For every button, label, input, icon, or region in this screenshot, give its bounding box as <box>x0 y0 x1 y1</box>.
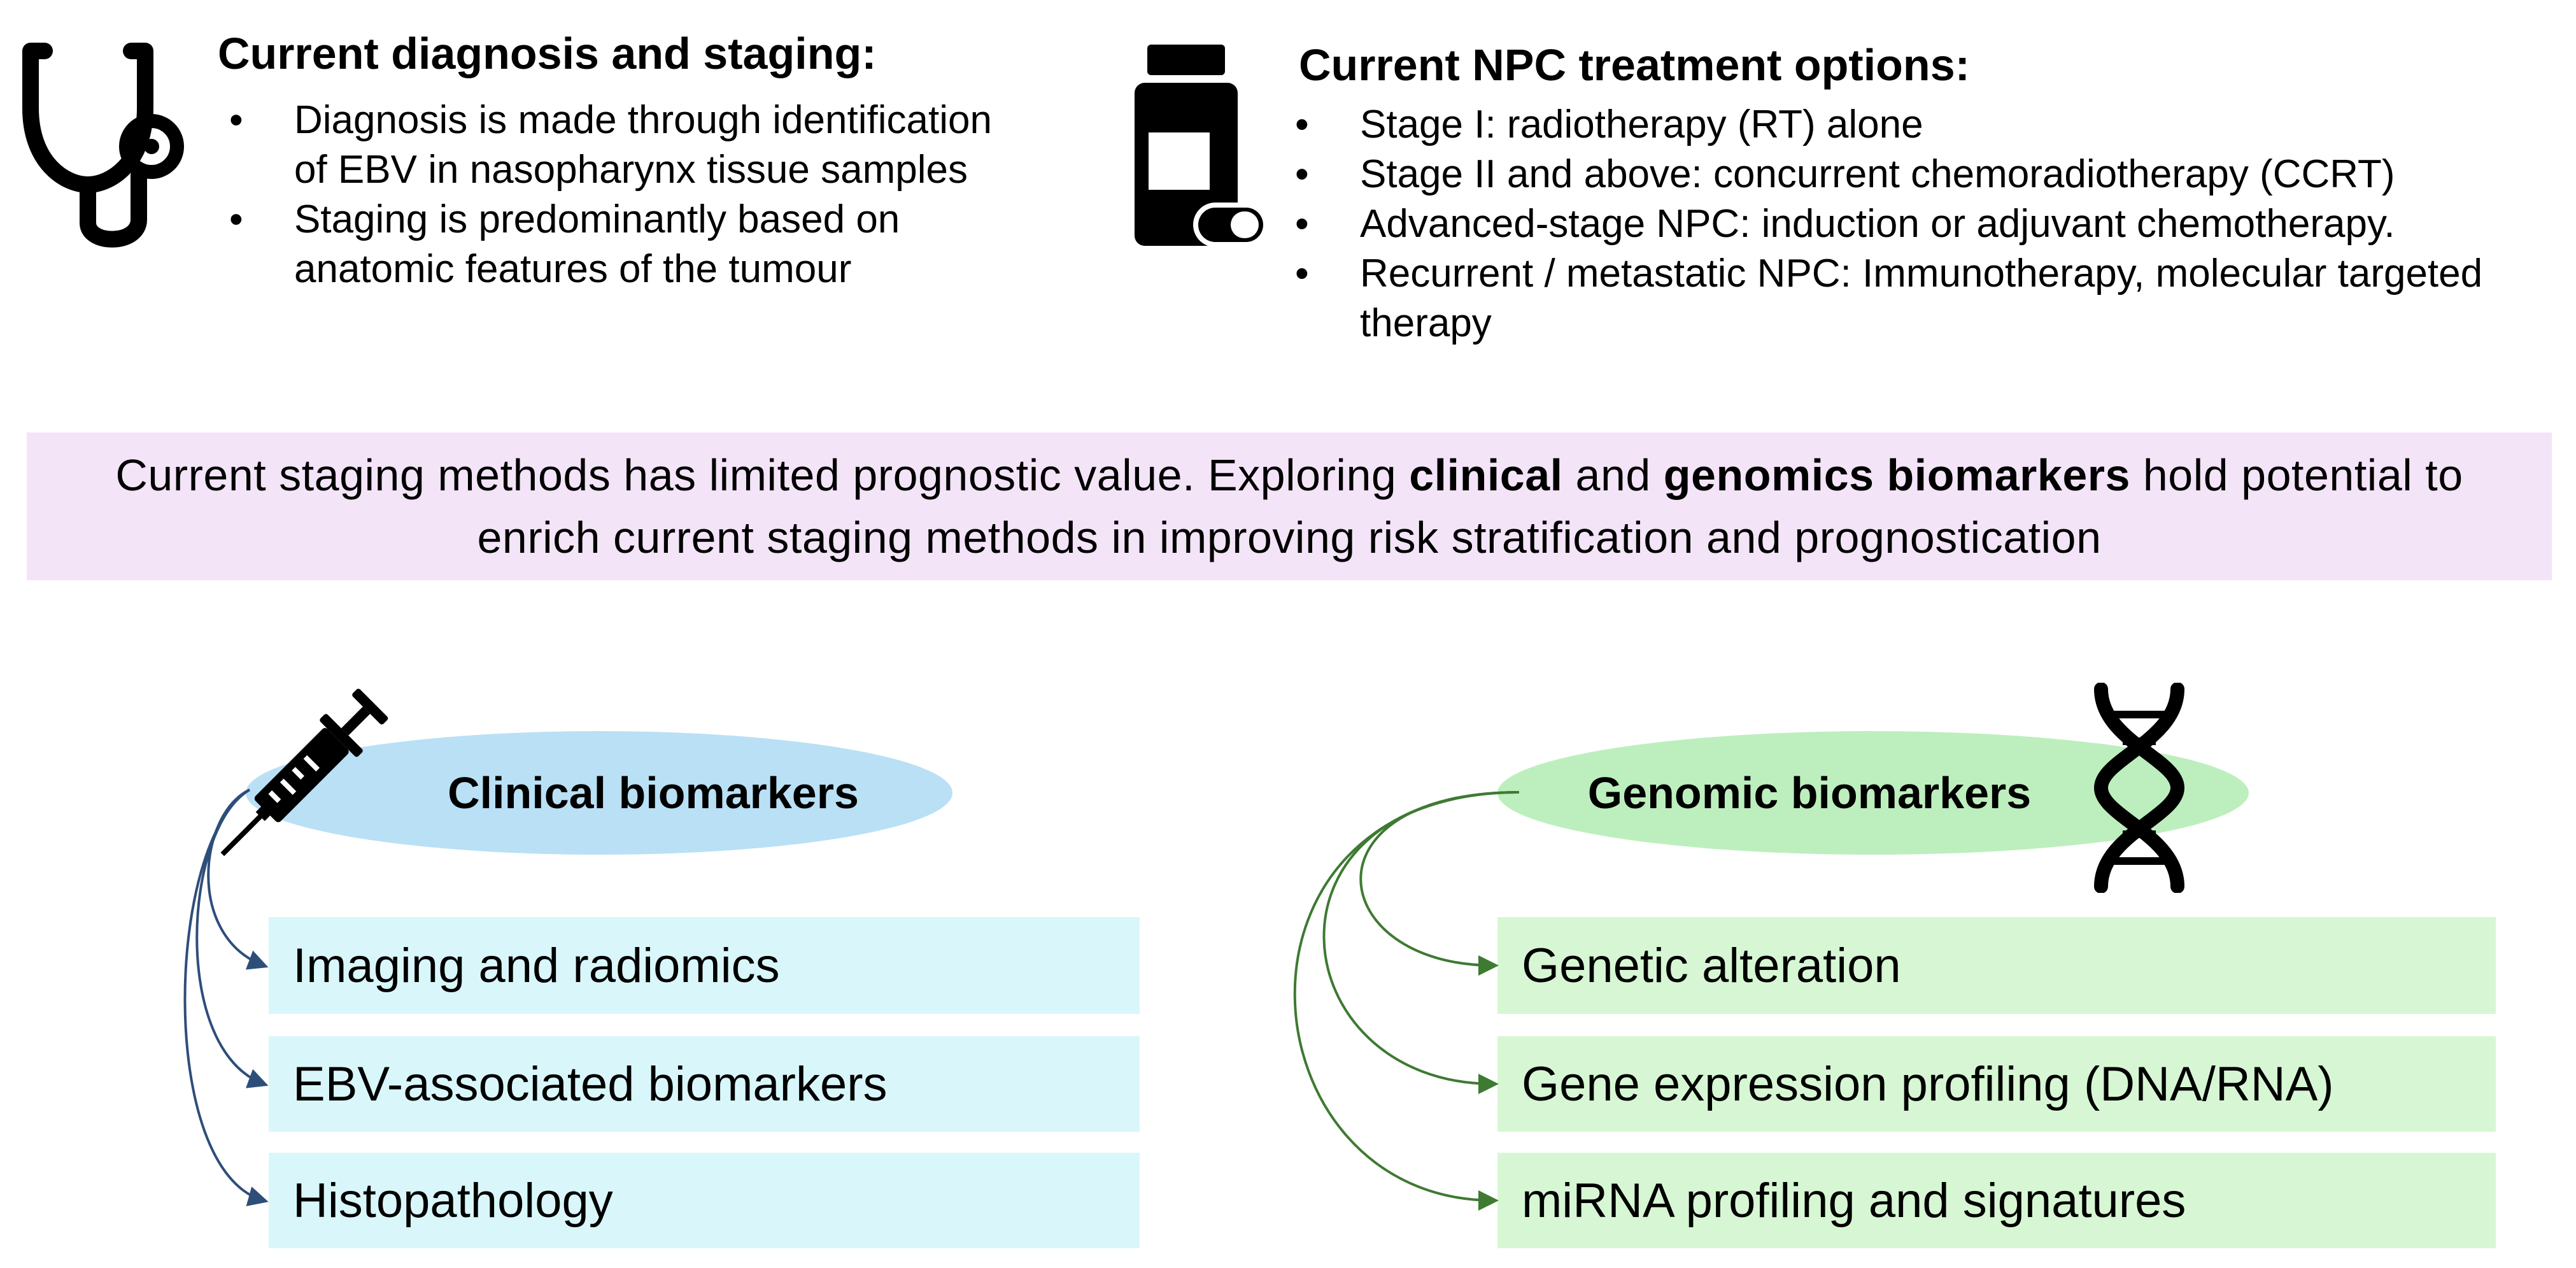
summary-text-part: Current staging methods has limited prog… <box>115 450 1410 500</box>
clinical-biomarkers-ellipse: Clinical biomarkers <box>246 731 952 855</box>
dna-icon <box>2093 683 2185 893</box>
diagnosis-item: Staging is predominantly based on anatom… <box>211 195 1020 294</box>
summary-box: Current staging methods has limited prog… <box>27 432 2552 580</box>
genomic-box-mirna: miRNA profiling and signatures <box>1497 1153 2496 1248</box>
clinical-item-label: EBV-associated biomarkers <box>293 1057 888 1111</box>
clinical-arrow-histopathology <box>183 788 269 1206</box>
treatment-item: Advanced-stage NPC: induction or adjuvan… <box>1277 199 2576 249</box>
genomic-arrow-gene-expression <box>1322 791 1520 1094</box>
genomic-biomarkers-title: Genomic biomarkers <box>1587 768 2032 818</box>
treatment-item: Stage I: radiotherapy (RT) alone <box>1277 100 2576 150</box>
diagnosis-item: Diagnosis is made through identification… <box>211 96 1020 195</box>
clinical-box-ebv: EBV-associated biomarkers <box>269 1036 1140 1132</box>
genomic-arrow-mirna <box>1293 791 1520 1211</box>
treatment-list: Stage I: radiotherapy (RT) alone Stage I… <box>1277 100 2576 348</box>
summary-bold-clinical: clinical <box>1409 450 1563 500</box>
summary-text-part: hold potential to enrich current staging… <box>477 450 2463 562</box>
clinical-biomarkers-title: Clinical biomarkers <box>448 768 859 818</box>
clinical-item-label: Histopathology <box>293 1173 613 1228</box>
genomic-box-genetic-alteration: Genetic alteration <box>1497 917 2496 1014</box>
summary-text: Current staging methods has limited prog… <box>80 444 2499 569</box>
genomic-item-label: Genetic alteration <box>1522 938 1901 993</box>
syringe-icon <box>220 688 388 857</box>
genomic-arrow-genetic-alteration <box>1359 791 1520 976</box>
treatment-item: Recurrent / metastatic NPC: Immunotherap… <box>1277 249 2493 348</box>
summary-bold-genomics: genomics biomarkers <box>1663 450 2130 500</box>
treatment-item: Stage II and above: concurrent chemoradi… <box>1277 150 2576 199</box>
genomic-item-label: miRNA profiling and signatures <box>1522 1173 2186 1228</box>
stethoscope-icon <box>22 43 184 248</box>
diagnosis-heading: Current diagnosis and staging: <box>218 29 877 78</box>
summary-text-part: and <box>1562 450 1664 500</box>
clinical-box-imaging: Imaging and radiomics <box>269 917 1140 1014</box>
clinical-item-label: Imaging and radiomics <box>293 938 780 993</box>
diagnosis-list: Diagnosis is made through identification… <box>211 96 1020 294</box>
genomic-item-label: Gene expression profiling (DNA/RNA) <box>1522 1057 2334 1111</box>
medicine-bottle-icon <box>1135 45 1268 247</box>
treatment-heading: Current NPC treatment options: <box>1299 40 1970 90</box>
clinical-arrow-imaging <box>207 788 269 970</box>
clinical-arrow-ebv <box>195 788 269 1088</box>
genomic-box-gene-expression: Gene expression profiling (DNA/RNA) <box>1497 1036 2496 1132</box>
clinical-box-histopathology: Histopathology <box>269 1153 1140 1248</box>
